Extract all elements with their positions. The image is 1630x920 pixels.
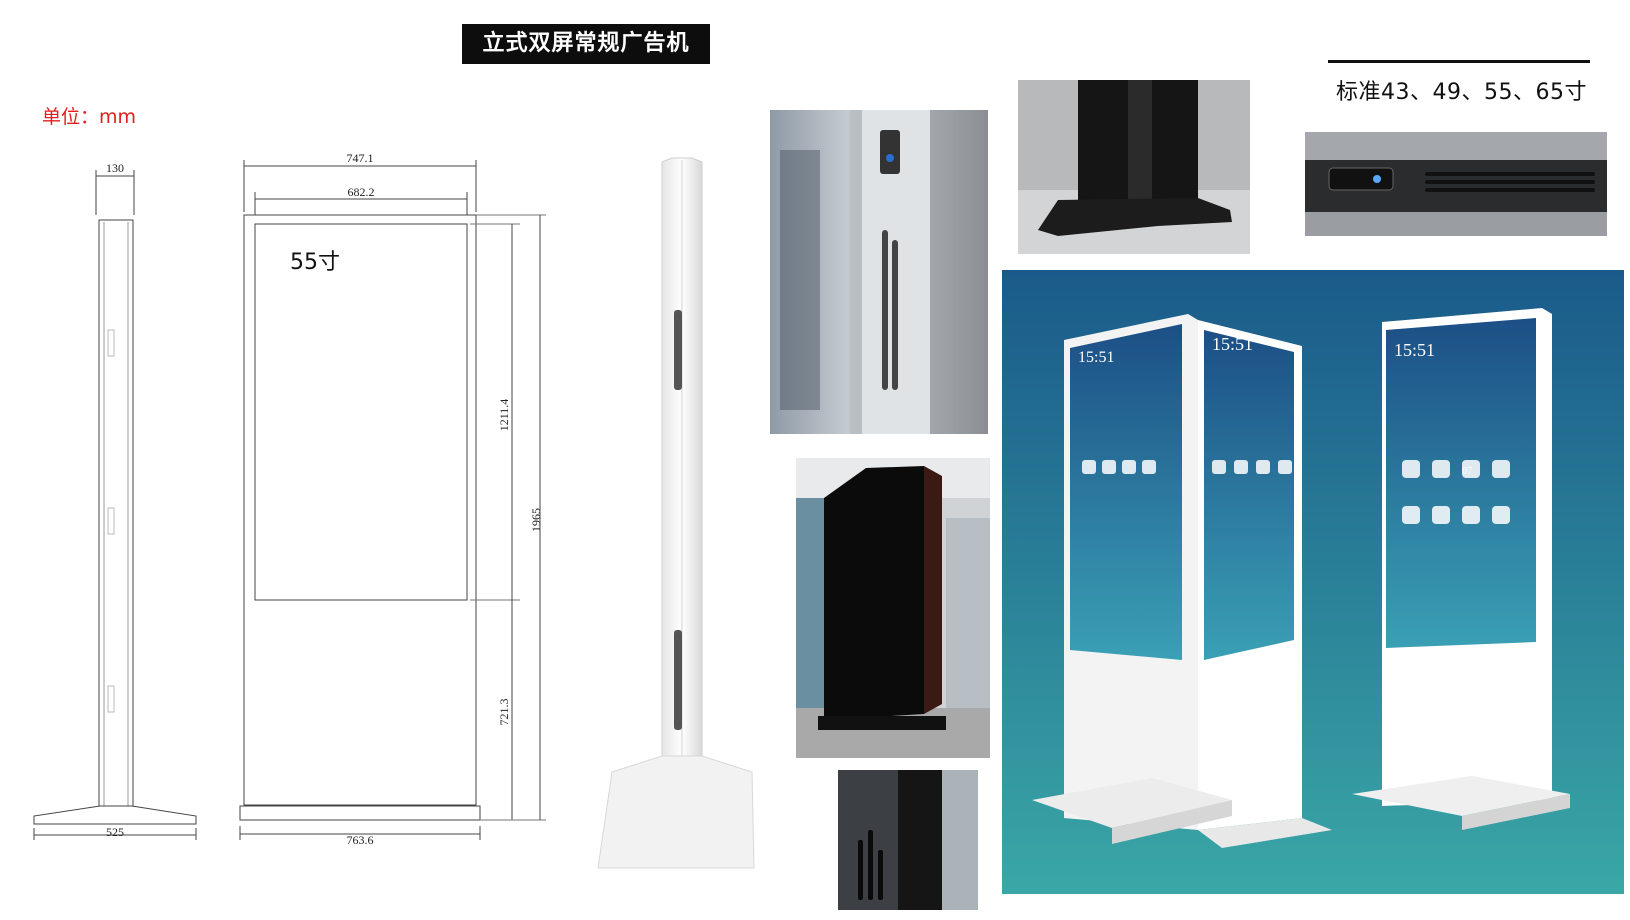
render-time-3: 15:51 — [1394, 340, 1435, 360]
side-top-width: 130 — [106, 161, 124, 175]
sizes-underline — [1328, 60, 1590, 63]
side-pillar-render — [597, 157, 755, 869]
vent-detail-photo — [838, 770, 978, 910]
render-day: 07 — [1462, 466, 1472, 477]
screen-size-label: 55寸 — [290, 250, 340, 275]
side-view — [33, 170, 197, 840]
technical-drawing: 130 525 747.1 682.2 763.6 1211.4 1965 72… — [33, 151, 546, 847]
speaker-closeup-photo — [770, 110, 988, 434]
side-base-width: 525 — [106, 825, 124, 839]
front-screen-width: 682.2 — [348, 185, 375, 199]
front-base-width: 763.6 — [347, 833, 374, 847]
front-total-height: 1965 — [529, 508, 543, 532]
front-outer-width: 747.1 — [347, 151, 374, 165]
sizes-label: 标准43、49、55、65寸 — [1336, 80, 1587, 105]
render-time-2: 15:51 — [1212, 334, 1253, 354]
page-title: 立式双屏常规广告机 — [462, 24, 710, 64]
top-vent-photo — [1305, 132, 1607, 236]
render-time-1: 15:51 — [1078, 349, 1114, 366]
base-closeup-photo — [1018, 80, 1250, 254]
unit-label: 单位：mm — [42, 106, 137, 128]
front-lower-height: 721.3 — [497, 699, 511, 726]
front-screen-height: 1211.4 — [497, 399, 511, 432]
front-view — [239, 160, 546, 840]
kiosk-office-photo — [796, 458, 990, 758]
product-render: 15:51 15:51 15:51 07 — [1002, 270, 1624, 894]
